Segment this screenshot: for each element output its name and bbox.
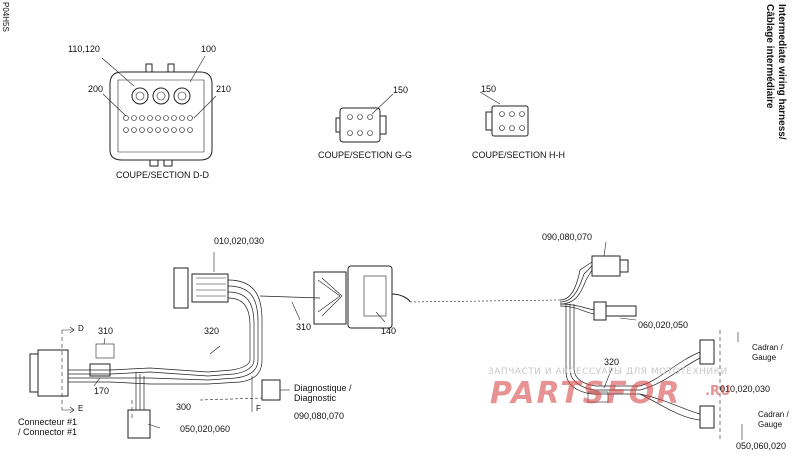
- dd-ref-210: 210: [216, 84, 232, 94]
- section-hh-connector: [479, 91, 529, 137]
- ref-bottom-left: 050,020,060: [180, 424, 231, 434]
- watermark-tagline: ЗАПЧАСТИ И АКСЕССУАРЫ ДЛЯ МОТОТЕХНИКИ: [488, 367, 728, 377]
- watermark-logo: PARTSFOR: [490, 376, 682, 411]
- dd-ref-100: 100: [201, 44, 217, 54]
- hh-caption: COUPE/SECTION H-H: [472, 150, 566, 160]
- gg-ref-150: 150: [393, 85, 409, 95]
- cut-marker-d: D: [78, 324, 84, 333]
- ref-right-top-connector: 090,080,070: [542, 232, 593, 242]
- cut-marker-e: E: [78, 404, 84, 413]
- ref-right-320: 320: [604, 357, 620, 367]
- label-gauge-upper: Cadran / Gauge: [752, 343, 783, 362]
- section-dd-connector: [101, 55, 217, 167]
- cut-marker-f: F: [256, 404, 261, 413]
- ref-left-170: 170: [94, 386, 110, 396]
- dd-ref-200: 200: [88, 84, 104, 94]
- ref-gauge-upper: 010,020,030: [720, 384, 771, 394]
- doc-code: P04H5S: [1, 2, 10, 32]
- ref-left-320: 320: [204, 326, 220, 336]
- ref-left-310: 310: [98, 326, 114, 336]
- main-harness: [29, 241, 743, 440]
- page-title: Intermediate wiring harness/ Câblage int…: [763, 4, 787, 184]
- ref-top-connector: 010,020,030: [214, 236, 265, 246]
- ref-left-300: 300: [176, 402, 192, 412]
- ref-inline-310: 310: [296, 322, 312, 332]
- label-connector-1: Connecteur #1 / Connector #1: [18, 417, 78, 437]
- label-diagnostic: Diagnostique / Diagnostic: [294, 383, 352, 403]
- ref-gauge-lower: 050,060,020: [736, 441, 787, 451]
- dd-ref-110-120: 110,120: [68, 44, 100, 54]
- dd-caption: COUPE/SECTION D-D: [116, 170, 210, 180]
- ref-right-mid-connector: 060,020,050: [638, 320, 689, 330]
- gg-caption: COUPE/SECTION G-G: [318, 150, 413, 160]
- section-gg-connector: [335, 93, 394, 143]
- label-gauge-lower: Cadran / Gauge: [758, 410, 789, 429]
- ref-diagnostic: 090,080,070: [294, 411, 345, 421]
- hh-ref-150: 150: [481, 84, 497, 94]
- title-line-2: Câblage intermédiaire: [764, 4, 775, 109]
- watermark-url: .RU: [705, 384, 731, 399]
- ref-inline-140: 140: [381, 326, 397, 336]
- title-line-1: Intermediate wiring harness/: [776, 4, 787, 140]
